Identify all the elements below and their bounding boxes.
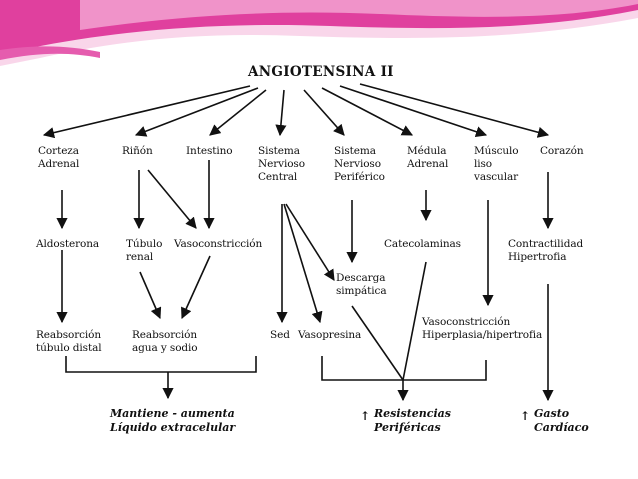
node-intestino: Intestino xyxy=(186,145,233,158)
outcome-gasto-cardiaco: Gasto Cardíaco xyxy=(534,407,589,435)
node-tubulo-renal: Túbulo renal xyxy=(126,238,162,264)
node-contractilidad: Contractilidad Hipertrofia xyxy=(508,238,583,264)
node-snp: Sistema Nervioso Periférico xyxy=(334,145,385,184)
arrow-to-corazon xyxy=(360,84,548,135)
node-vasoconstriccion-2: Vasoconstricción Hiperplasia/hipertrofia xyxy=(422,316,542,342)
arrow-to-musculo xyxy=(340,86,486,135)
node-reabsorcion-agua: Reabsorción agua y sodio xyxy=(132,329,198,355)
arrow-snc-descarga xyxy=(286,204,334,280)
node-vasoconstriccion-1: Vasoconstricción xyxy=(174,238,262,251)
node-snc: Sistema Nervioso Central xyxy=(258,145,305,184)
node-corazon: Corazón xyxy=(540,145,584,158)
node-aldosterona: Aldosterona xyxy=(36,238,99,251)
diagram-title: ANGIOTENSINA II xyxy=(248,64,394,80)
up-arrow-icon: ↑ xyxy=(360,409,370,423)
node-corteza-adrenal: Corteza Adrenal xyxy=(38,145,79,171)
node-musculo-liso: Músculo liso vascular xyxy=(474,145,519,184)
arrow-rinon-vaso xyxy=(148,170,196,228)
arrow-to-snc xyxy=(280,90,284,135)
arrow-to-intestino xyxy=(210,90,266,135)
arrow-tubulo-reabsorcion xyxy=(140,272,160,318)
node-sed: Sed xyxy=(270,329,290,342)
up-arrow-icon: ↑ xyxy=(520,409,530,423)
outcome-resistencias: Resistencias Periféricas xyxy=(374,407,451,435)
node-vasopresina: Vasopresina xyxy=(298,329,361,342)
outcome-liquido-extracelular: Mantiene - aumenta Líquido extracelular xyxy=(110,407,235,435)
node-rinon: Riñón xyxy=(122,145,153,158)
arrow-to-vasopresina xyxy=(284,204,320,322)
node-medula-adrenal: Médula Adrenal xyxy=(407,145,448,171)
arrow-vaso-reabsorcion xyxy=(182,256,210,318)
node-descarga-simpatica: Descarga simpática xyxy=(336,272,387,298)
node-reabsorcion-tubulo: Reabsorción túbulo distal xyxy=(36,329,102,355)
node-catecolaminas: Catecolaminas xyxy=(384,238,461,251)
